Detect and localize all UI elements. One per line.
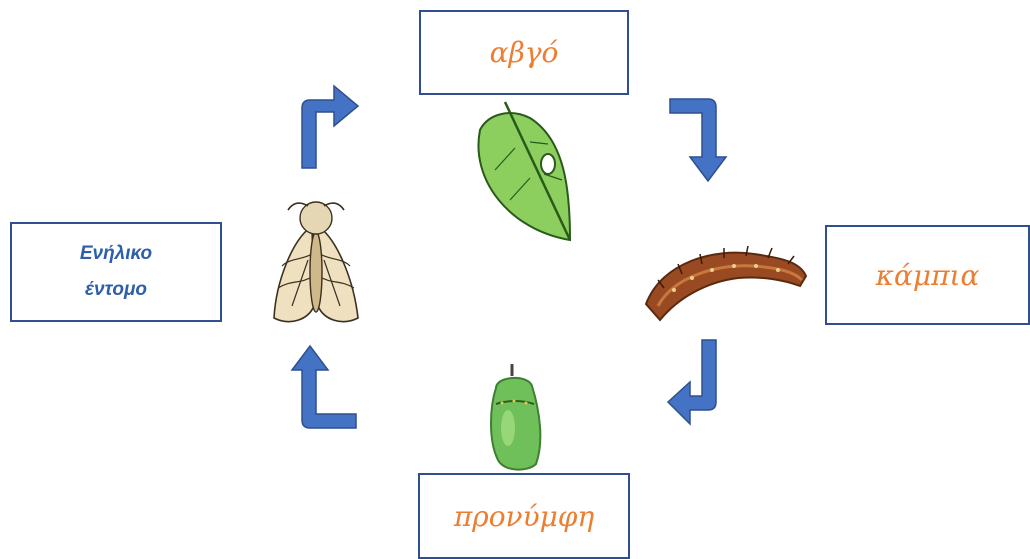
stage-label-adult-line2: έντομο (80, 272, 152, 308)
cycle-arrow-icon (666, 338, 726, 430)
stage-label-adult-line1: Ενήλικο (80, 236, 152, 272)
stage-label-pupa: προνύμφη (454, 500, 594, 533)
stage-label-caterpillar: κάμπια (876, 259, 980, 292)
cycle-arrow-icon (298, 342, 358, 430)
stage-box-pupa: προνύμφη (418, 473, 630, 559)
stage-box-adult: Ενήλικο έντομο (10, 222, 222, 322)
cycle-arrow-icon (668, 95, 728, 185)
cycle-arrow-icon (300, 80, 360, 170)
stage-label-egg: αβγό (490, 36, 559, 69)
stage-box-caterpillar: κάμπια (825, 225, 1030, 325)
pupa-chrysalis-icon (482, 362, 552, 474)
leaf-with-egg-icon (470, 100, 580, 245)
caterpillar-icon (634, 228, 814, 324)
stage-label-adult: Ενήλικο έντομο (80, 236, 152, 308)
moth-icon (268, 196, 364, 330)
stage-box-egg: αβγό (419, 10, 629, 95)
